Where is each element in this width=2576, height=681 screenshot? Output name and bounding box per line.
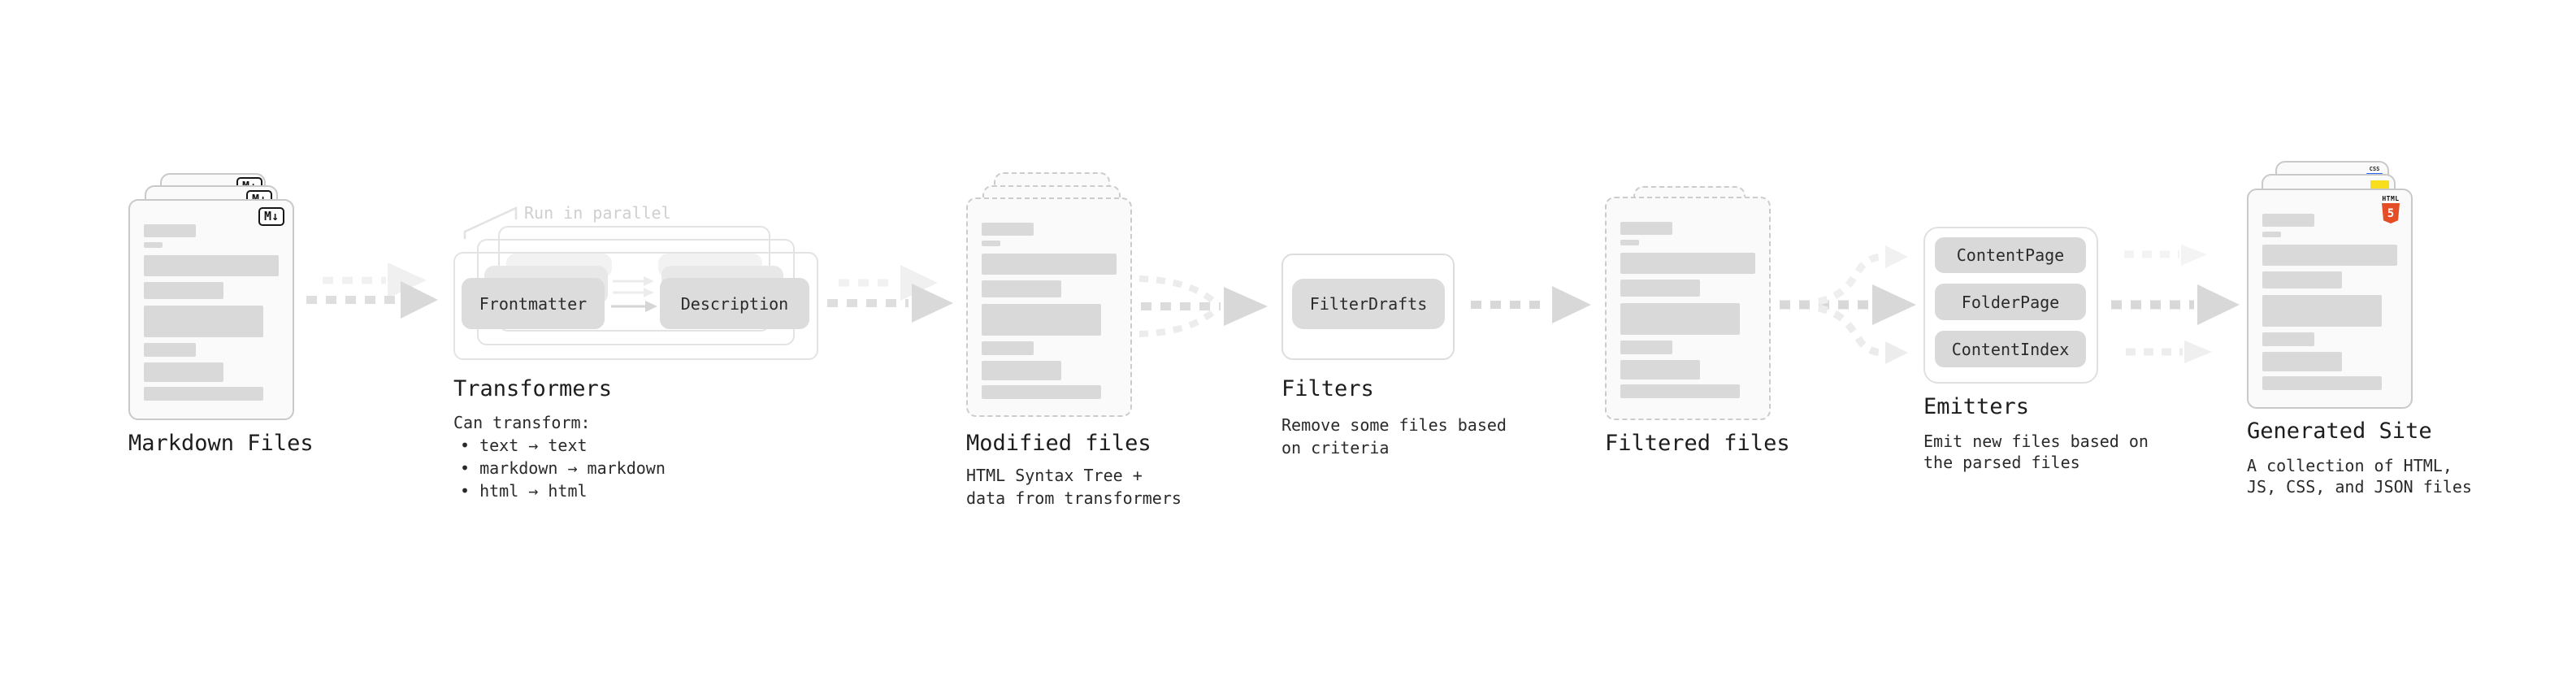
html5-word: HTML <box>2382 195 2400 202</box>
placeholder-bar <box>144 255 279 276</box>
bullet-item: • markdown → markdown <box>460 458 666 478</box>
placeholder-bar <box>2262 376 2382 390</box>
generated-site-description: A collection of HTML, JS, CSS, and JSON … <box>2247 456 2472 497</box>
js-icon <box>2370 180 2389 190</box>
placeholder-bar <box>1620 303 1740 335</box>
modified-files-description: HTML Syntax Tree + data from transformer… <box>966 466 1182 508</box>
placeholder-bar <box>144 387 263 401</box>
modified-file-card-front <box>966 197 1132 417</box>
bullet-item: • html → html <box>460 481 588 501</box>
placeholder-bar <box>1620 384 1740 398</box>
arrow-markdown-to-transformers-icon <box>306 262 438 319</box>
placeholder-bar <box>1620 340 1672 354</box>
placeholder-bar <box>982 223 1034 236</box>
placeholder-bar <box>144 282 223 299</box>
placeholder-bar <box>1620 222 1672 235</box>
placeholder-bar <box>2262 332 2314 346</box>
arrow-diverge-icon <box>1780 245 1916 364</box>
content-page-pill: ContentPage <box>1935 237 2086 273</box>
filters-label: Filters <box>1281 376 1374 401</box>
bullet-item: • text → text <box>460 436 588 455</box>
placeholder-bar <box>982 241 1000 246</box>
transformer-card-front <box>453 252 818 360</box>
emitters-label: Emitters <box>1923 394 2030 419</box>
generated-site-label: Generated Site <box>2247 419 2432 444</box>
arrow-filters-to-filtered-icon <box>1471 286 1591 323</box>
placeholder-bar <box>982 254 1117 275</box>
arrow-converge-icon <box>1138 275 1268 337</box>
folder-page-pill: FolderPage <box>1935 284 2086 320</box>
filter-drafts-pill: FilterDrafts <box>1292 279 1445 329</box>
placeholder-bar <box>2262 271 2342 288</box>
transformers-label: Transformers <box>453 376 613 401</box>
placeholder-bar <box>144 362 223 382</box>
placeholder-bar <box>982 341 1034 355</box>
description-pill: Description <box>660 278 809 329</box>
generated-file-card-front: HTML 5 <box>2247 189 2413 409</box>
filtered-file-card-front <box>1605 197 1771 420</box>
markdown-icon: M↓ <box>258 207 284 226</box>
placeholder-bar <box>2262 295 2382 327</box>
modified-files-label: Modified files <box>966 431 1151 456</box>
filtered-files-label: Filtered files <box>1605 431 1790 456</box>
placeholder-bar <box>144 242 163 248</box>
placeholder-bar <box>982 361 1061 380</box>
placeholder-bar <box>1620 240 1639 245</box>
placeholder-bar <box>1620 280 1700 297</box>
pill-flow-arrows-icon <box>611 276 657 312</box>
placeholder-bar <box>2262 214 2314 227</box>
transformers-subtitle: Can transform: <box>453 413 591 432</box>
placeholder-bar <box>982 304 1101 336</box>
markdown-file-card-front: M↓ <box>128 199 294 420</box>
placeholder-bar <box>144 306 263 337</box>
placeholder-bar <box>1620 253 1755 274</box>
run-in-parallel-annotation: Run in parallel <box>524 203 671 223</box>
html5-shield: 5 <box>2382 203 2400 223</box>
html5-icon: HTML 5 <box>2380 195 2401 223</box>
frontmatter-pill: Frontmatter <box>462 278 605 329</box>
annotation-leader-line <box>463 206 518 239</box>
arrow-transformers-to-modified-icon <box>827 265 953 323</box>
emitters-description: Emit new files based on the parsed files <box>1923 432 2149 472</box>
placeholder-bar <box>982 280 1061 297</box>
filters-description: Remove some files based on criteria <box>1281 415 1507 458</box>
transformers-bullet-list: • text → text • markdown → markdown • ht… <box>460 434 666 502</box>
placeholder-bar <box>2262 352 2342 371</box>
placeholder-bar <box>2262 245 2397 266</box>
placeholder-bar <box>2262 232 2281 237</box>
placeholder-bar <box>144 224 196 237</box>
markdown-files-label: Markdown Files <box>128 431 314 456</box>
arrow-emitters-to-generated-icon <box>2111 245 2240 363</box>
html5-number: 5 <box>2387 206 2395 220</box>
css-badge-text: CSS <box>2369 166 2380 172</box>
placeholder-bar <box>1620 360 1700 380</box>
placeholder-bar <box>144 343 196 357</box>
content-index-pill: ContentIndex <box>1935 331 2086 367</box>
filters-box <box>1281 254 1455 360</box>
placeholder-bar <box>982 385 1101 399</box>
emitters-box <box>1923 227 2098 384</box>
